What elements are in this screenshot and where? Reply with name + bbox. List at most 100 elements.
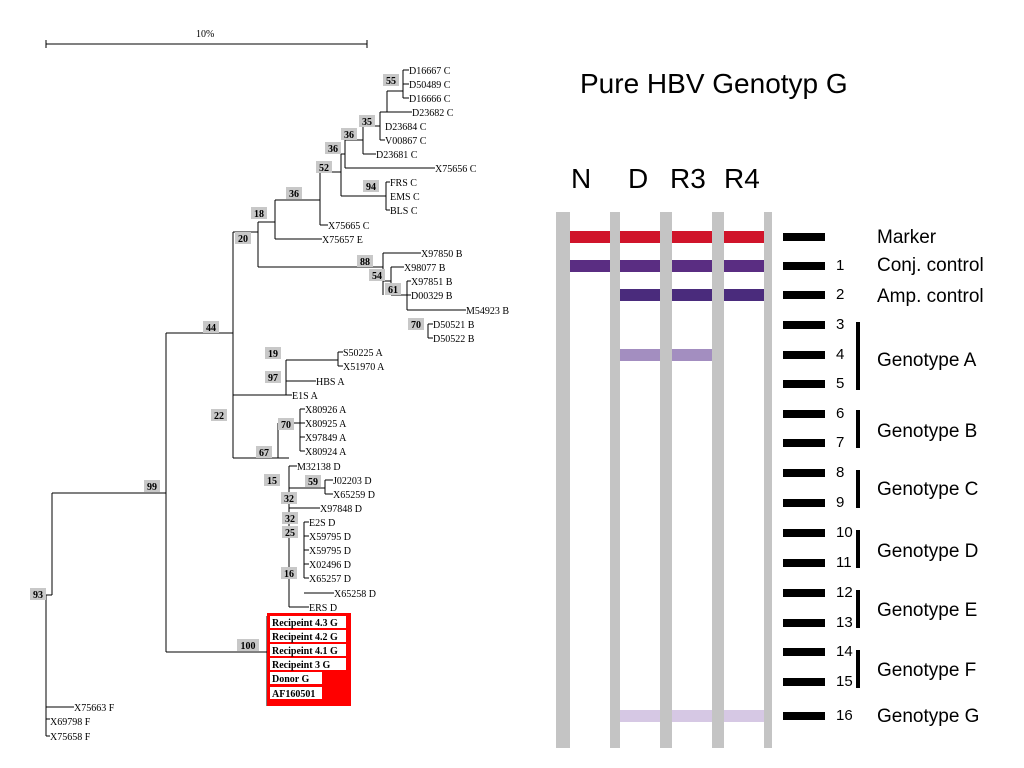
leaf-label: D23681 C — [376, 150, 418, 161]
bootstrap-value: 99 — [147, 482, 157, 493]
genotype-g-leaf-label: Recipeint 4.2 G — [272, 632, 338, 643]
bootstrap-box — [408, 318, 424, 330]
strip-band — [724, 710, 764, 722]
bootstrap-values: 5535363652943618208854617044199770226715… — [30, 74, 424, 652]
leaf-label: X02496 D — [309, 560, 351, 571]
probe-line-marker — [783, 559, 825, 567]
leaf-label: X80925 A — [305, 419, 347, 430]
probe-line-number: 1 — [836, 257, 845, 274]
strip-band — [672, 231, 712, 243]
leaf-label: M32138 D — [297, 462, 341, 473]
bootstrap-value: 32 — [285, 514, 295, 525]
bootstrap-box — [237, 639, 259, 651]
strip-band — [672, 349, 712, 361]
bootstrap-value: 54 — [372, 271, 382, 282]
strip-band — [672, 260, 712, 272]
leaf-label: HBS A — [316, 377, 345, 388]
lane-n — [570, 212, 610, 748]
probe-line-number: 10 — [836, 524, 853, 541]
scale-bar-label: 10% — [196, 29, 214, 40]
leaf-label: V00867 C — [385, 136, 427, 147]
leaf-label: X97850 B — [421, 249, 463, 260]
probe-line-marker — [783, 469, 825, 477]
leaf-label: E2S D — [309, 518, 335, 529]
panel-title: Pure HBV Genotyp G — [580, 68, 848, 99]
genotype-a-bracket — [856, 322, 860, 390]
bootstrap-value: 35 — [362, 117, 372, 128]
probe-line-marker — [783, 712, 825, 720]
strip-band — [672, 289, 712, 301]
leaf-label: FRS C — [390, 178, 417, 189]
probe-line-number: 9 — [836, 494, 845, 511]
bootstrap-value: 67 — [259, 448, 269, 459]
leaf-label: X59795 D — [309, 546, 351, 557]
leaf-label: X65258 D — [334, 589, 376, 600]
leaf-label: ERS D — [309, 603, 337, 614]
bootstrap-value: 25 — [285, 528, 295, 539]
leaf-label: D23684 C — [385, 122, 427, 133]
bootstrap-box — [363, 180, 379, 192]
leaf-label: X59795 D — [309, 532, 351, 543]
bootstrap-box — [30, 588, 46, 600]
label-genotype-a: Genotype A — [877, 350, 977, 371]
probe-line-marker — [783, 678, 825, 686]
bootstrap-box — [211, 409, 227, 421]
highlight-leaf-bg — [270, 616, 346, 628]
tree-branches — [45, 69, 466, 737]
bootstrap-value: 22 — [214, 411, 224, 422]
strip-band — [672, 710, 712, 722]
label-marker: Marker — [877, 227, 937, 248]
bootstrap-value: 88 — [360, 257, 370, 268]
bootstrap-box — [281, 567, 297, 579]
label-genotype-c: Genotype C — [877, 479, 979, 500]
leaf-label: M54923 B — [466, 306, 509, 317]
bootstrap-box — [282, 512, 298, 524]
bootstrap-box — [278, 418, 294, 430]
probe-line-number: 4 — [836, 346, 845, 363]
leaf-label: X75665 C — [328, 221, 370, 232]
leaf-label: EMS C — [390, 192, 420, 203]
leaf-label: J02203 D — [333, 476, 372, 487]
bootstrap-box — [325, 142, 341, 154]
strip-band — [620, 710, 660, 722]
leaf-label: E1S A — [292, 391, 319, 402]
bootstrap-box — [316, 161, 332, 173]
probe-line-number: 3 — [836, 316, 845, 333]
leaf-label: X75656 C — [435, 164, 477, 175]
label-genotype-b: Genotype B — [877, 421, 978, 442]
probe-line-marker — [783, 410, 825, 418]
probe-line-number: 11 — [836, 554, 852, 571]
leaf-label: D23682 C — [412, 108, 454, 119]
bootstrap-value: 70 — [281, 420, 291, 431]
lane-header-r4: R4 — [724, 163, 760, 194]
probe-line-number: 16 — [836, 707, 853, 724]
bootstrap-value: 36 — [289, 189, 299, 200]
label-genotype-g: Genotype G — [877, 706, 980, 727]
bootstrap-box — [305, 475, 321, 487]
bootstrap-value: 20 — [238, 234, 248, 245]
strip-band — [570, 231, 610, 243]
genotype-d-bracket — [856, 530, 860, 568]
bootstrap-box — [282, 526, 298, 538]
leaf-label: S50225 A — [343, 348, 384, 359]
bootstrap-value: 100 — [241, 641, 256, 652]
strip-band — [724, 260, 764, 272]
label-conj-control: Conj. control — [877, 255, 984, 276]
bootstrap-box — [383, 74, 399, 86]
leaf-label: X75663 F — [74, 703, 115, 714]
bootstrap-box — [235, 232, 251, 244]
bootstrap-box — [144, 480, 160, 492]
label-genotype-e: Genotype E — [877, 600, 978, 621]
leaf-label: X97851 B — [411, 277, 453, 288]
bootstrap-value: 52 — [319, 163, 329, 174]
bootstrap-value: 70 — [411, 320, 421, 331]
probe-line-number: 7 — [836, 434, 845, 451]
leaf-label: X80924 A — [305, 447, 347, 458]
strip-band — [570, 260, 610, 272]
bootstrap-value: 36 — [328, 144, 338, 155]
probe-line-number: 2 — [836, 286, 845, 303]
strip-band — [620, 260, 660, 272]
bootstrap-value: 18 — [254, 209, 264, 220]
bootstrap-value: 61 — [388, 285, 398, 296]
